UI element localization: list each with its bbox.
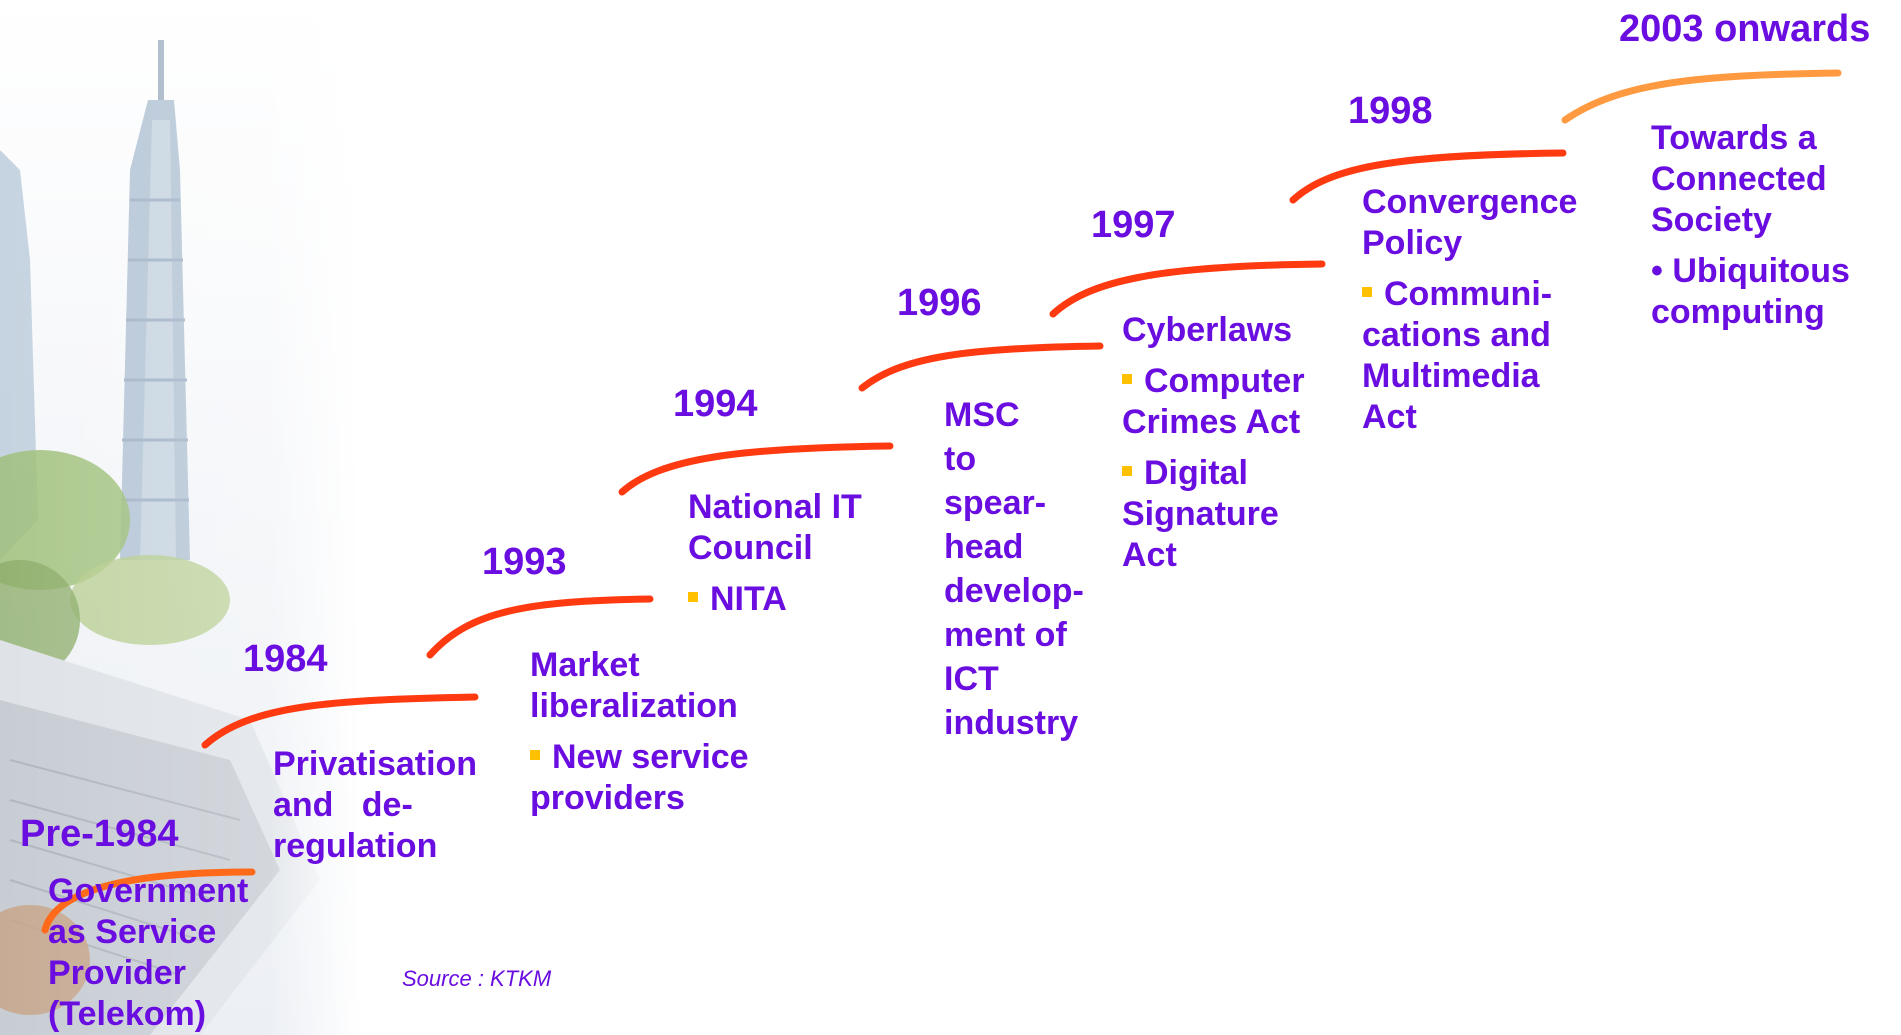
desc-line: National IT (688, 488, 862, 526)
desc-line: Society (1651, 201, 1772, 239)
arc-1994 (618, 442, 894, 496)
bullet-line: Act (1122, 536, 1177, 574)
bullet-line: NITA (710, 580, 787, 618)
desc-line: computing (1651, 293, 1825, 331)
desc-line: (Telekom) (48, 995, 207, 1033)
desc-line: develop- (944, 572, 1084, 610)
arc-1993 (426, 595, 654, 659)
year-label: 1993 (482, 541, 567, 583)
desc-line: Policy (1362, 224, 1463, 262)
stage-description: Privatisation and de- regulation (273, 744, 477, 867)
desc-line: Council (688, 529, 813, 567)
year-label: Pre-1984 (20, 813, 179, 855)
desc-line: as Service (48, 913, 217, 951)
bullet-item: New service providers (530, 737, 749, 819)
desc-line: • Ubiquitous (1651, 252, 1850, 290)
square-bullet-icon (530, 750, 540, 761)
desc-line: liberalization (530, 687, 738, 725)
bullet-item: NITA (688, 579, 862, 620)
source-note: Source : KTKM (402, 966, 552, 991)
desc-line: Convergence (1362, 183, 1578, 221)
bullet-line: Multimedia (1362, 357, 1540, 395)
desc-line: Privatisation (273, 745, 478, 783)
desc-line: spear- (944, 484, 1047, 522)
arc-2003-onwards (1561, 69, 1842, 124)
arc-1996 (858, 342, 1104, 392)
desc-line: head (944, 528, 1024, 566)
year-label: 1998 (1348, 90, 1433, 132)
desc-line: to (944, 440, 977, 478)
desc-line: industry (944, 704, 1079, 742)
stage-description: National IT Council NITA (688, 487, 862, 620)
bullet-line: Digital (1144, 454, 1248, 492)
arc-pre-1984 (41, 868, 256, 934)
stage-description: Market liberalization New service provid… (530, 645, 749, 819)
bullet-line: Computer (1144, 362, 1305, 400)
bullet-line: New service (552, 738, 749, 776)
stage-description: Cyberlaws Computer Crimes Act Digital Si… (1122, 310, 1305, 576)
bullet-line: Communi- (1384, 275, 1553, 313)
stage-description: Towards a Connected Society • Ubiquitous… (1651, 118, 1850, 333)
bullet-item: Digital Signature Act (1122, 453, 1305, 576)
desc-line: ICT (944, 660, 999, 698)
bullet-item: Communi- cations and Multimedia Act (1362, 274, 1577, 438)
bullet-line: Act (1362, 398, 1417, 436)
background-photo (0, 0, 360, 1035)
square-bullet-icon (1362, 287, 1372, 298)
desc-line: regulation (273, 827, 438, 865)
square-bullet-icon (688, 592, 698, 603)
desc-line: Towards a (1651, 119, 1817, 157)
desc-line: MSC (944, 396, 1020, 434)
square-bullet-icon (1122, 466, 1132, 477)
desc-line: and de- (273, 786, 413, 824)
square-bullet-icon (1122, 374, 1132, 385)
desc-line: Government (48, 872, 249, 910)
arc-1998 (1289, 149, 1567, 204)
year-label: 1996 (897, 282, 982, 324)
year-label: 2003 onwards (1619, 8, 1871, 50)
arc-1984 (201, 693, 479, 749)
desc-line: Provider (48, 954, 186, 992)
desc-line: Market (530, 646, 640, 684)
desc-line: Cyberlaws (1122, 311, 1293, 349)
year-label: 1997 (1091, 204, 1176, 246)
desc-line: ment of (944, 616, 1067, 654)
year-label: 1994 (673, 383, 758, 425)
bullet-line: Signature (1122, 495, 1279, 533)
stage-description: Government as Service Provider (Telekom) (48, 871, 248, 1035)
arc-1997 (1049, 260, 1326, 318)
bullet-item: Computer Crimes Act (1122, 361, 1305, 443)
stage-description: Convergence Policy Communi- cations and … (1362, 182, 1577, 438)
stage-description: MSC to spear- head develop- ment of ICT … (944, 393, 1084, 745)
bullet-line: Crimes Act (1122, 403, 1301, 441)
year-label: 1984 (243, 638, 328, 680)
bullet-line: providers (530, 779, 685, 817)
desc-line: Connected (1651, 160, 1827, 198)
bullet-line: cations and (1362, 316, 1551, 354)
